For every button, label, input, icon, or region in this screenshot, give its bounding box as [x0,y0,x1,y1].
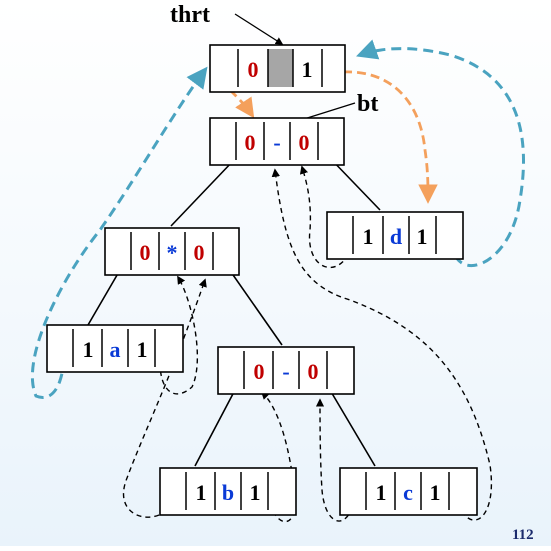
node-mult-ltag: 0 [140,240,151,265]
node-b-data: b [222,480,234,505]
node-d-data: d [390,224,402,249]
thrt-pointer [234,13,284,45]
header-lchild-to-root [229,89,255,119]
node-c-data: c [403,480,413,505]
edge-minus2-c [329,389,376,467]
label-bt: bt [357,91,378,117]
node-a: 1 a 1 [46,324,184,373]
node-mult: 0 * 0 [104,227,240,276]
thread-c-succ-to-root [271,168,492,521]
node-c-ltag: 1 [376,480,387,505]
node-root-rtag: 0 [299,130,310,155]
thread-d-succ-to-header [356,39,525,267]
thread-c-pred-to-minus2 [315,398,353,522]
node-mult-rtag: 0 [194,240,205,265]
node-minus2: 0 - 0 [217,346,355,395]
page-number: 112 [512,527,534,543]
edge-mult-a [87,269,121,326]
node-d: 1 d 1 [326,211,464,260]
node-a-data: a [110,337,121,362]
node-d-rtag: 1 [417,224,428,249]
node-a-ltag: 1 [83,337,94,362]
header-ltag: 0 [248,57,259,82]
edge-root-mult [170,160,234,227]
node-root-data: - [273,130,280,155]
node-d-ltag: 1 [363,224,374,249]
node-mult-data: * [167,240,178,265]
node-root-ltag: 0 [245,130,256,155]
node-c: 1 c 1 [339,467,478,516]
header-rchild-to-d [342,70,438,204]
header-rtag: 1 [302,57,313,82]
node-minus2-ltag: 0 [254,359,265,384]
node-b-ltag: 1 [196,480,207,505]
node-a-rtag: 1 [137,337,148,362]
node-b-rtag: 1 [250,480,261,505]
node-c-rtag: 1 [430,480,441,505]
thread-a-to-mult [159,275,199,395]
node-root: 0 - 0 [209,117,345,166]
edge-minus2-b [194,389,236,467]
thread-d-pred-to-root [299,165,353,268]
header-node: 0 1 [209,44,346,93]
node-minus2-rtag: 0 [308,359,319,384]
tree-edges [87,155,381,467]
edge-mult-minus2 [223,261,283,346]
node-b: 1 b 1 [159,467,297,516]
header-threads [30,39,525,399]
node-minus2-data: - [282,359,289,384]
label-thrt: thrt [170,2,210,28]
